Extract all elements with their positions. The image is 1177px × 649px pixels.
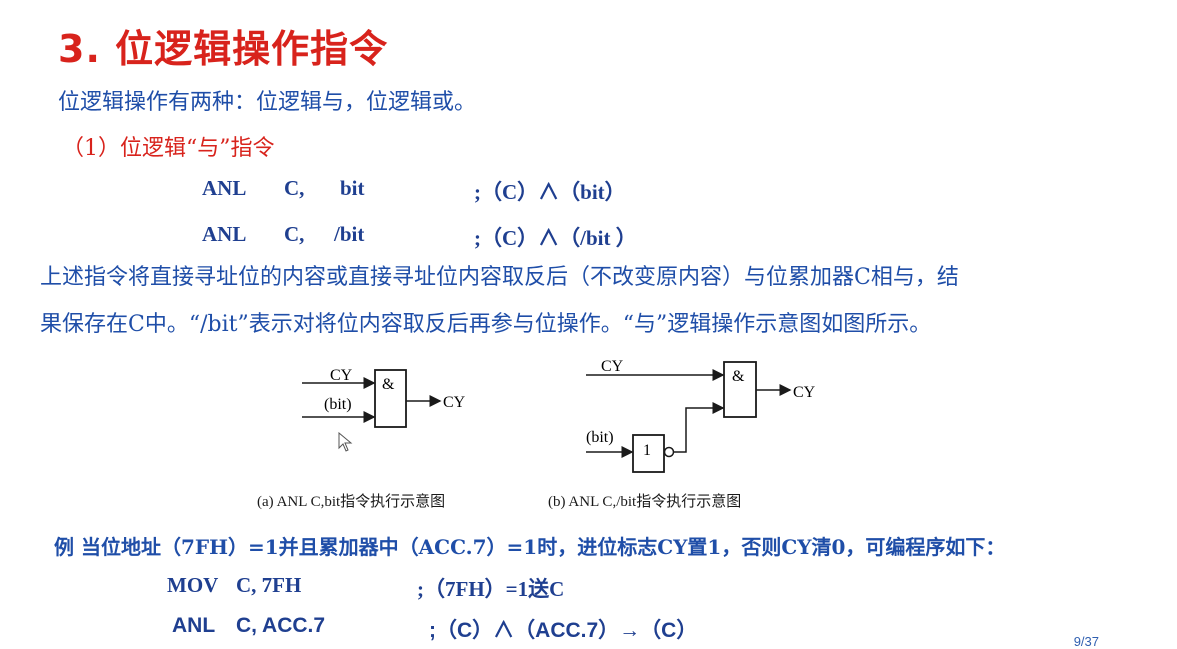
instr2-src: /bit [334,222,365,246]
instr2-dst: C, [284,222,305,246]
intro-text: 位逻辑操作有两种：位逻辑与，位逻辑或。 [58,90,477,115]
paragraph-line-2: 果保存在C中。“/bit”表示对将位内容取反后再参与位操作。“与”逻辑操作示意图… [40,312,932,337]
program1-args: C, 7FH [236,573,302,597]
diagram-b-gate-symbol: & [732,368,745,385]
program2-comment: ;（C）∧（ACC.7）→（C） [429,619,698,642]
example-text: 例 当位地址（7FH）=1并且累加器中（ACC.7）=1时，进位标志CY置1，否… [54,535,1006,559]
diagram-b-caption: (b) ANL C,/bit指令执行示意图 [548,494,742,510]
program1-op: MOV [167,573,219,597]
diagram-a-input-cy: CY [330,367,353,384]
diagram-a-output-cy: CY [443,394,466,411]
instr1-comment: ;（C）∧（bit） [474,180,626,204]
program2-op: ANL [172,614,216,637]
instr1-op: ANL [202,176,247,200]
subheading: （1）位逻辑“与”指令 [62,136,275,161]
diagram-b-inverter-bubble [663,446,675,458]
diagram-b-wire-inverted [674,402,725,453]
diagram-b: CY & CY (bit) 1 [586,358,816,473]
diagram-a: CY (bit) & CY [302,367,466,428]
diagram-b-input-cy: CY [601,358,624,375]
diagram-a-and-gate [374,369,407,428]
diagram-b-input-bit: (bit) [586,429,614,446]
instr1-dst: C, [284,176,305,200]
diagram-b-and-gate [723,361,757,418]
mouse-cursor-icon [338,432,353,452]
instr1-src: bit [340,176,365,200]
instr2-comment: ;（C）∧（/bit ） [474,226,637,250]
program1-comment: ;（7FH）=1送C [417,577,565,601]
diagram-a-caption: (a) ANL C,bit指令执行示意图 [257,494,446,510]
program2-args: C, ACC.7 [236,614,326,637]
diagram-a-input-bit: (bit) [324,396,352,413]
page-title: 3. 位逻辑操作指令 [58,27,389,71]
page-number: 9/37 [1073,634,1099,649]
diagram-b-not-symbol: 1 [643,442,651,459]
paragraph-line-1: 上述指令将直接寻址位的内容或直接寻址位内容取反后（不改变原内容）与位累加器C相与… [40,265,959,290]
diagram-b-output-cy: CY [793,384,816,401]
diagram-a-gate-symbol: & [382,376,395,393]
instr2-op: ANL [202,222,247,246]
